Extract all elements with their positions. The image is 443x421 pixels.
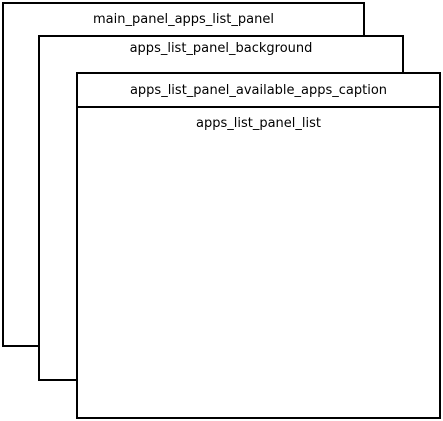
apps-list-panel: apps_list_panel_available_apps_caption a… [76,72,441,419]
main-panel-label: main_panel_apps_list_panel [93,12,274,27]
background-panel-label: apps_list_panel_background [129,41,313,56]
caption-label: apps_list_panel_available_apps_caption [129,83,388,98]
apps-list-label: apps_list_panel_list [196,116,321,131]
available-apps-caption: apps_list_panel_available_apps_caption [78,74,439,108]
